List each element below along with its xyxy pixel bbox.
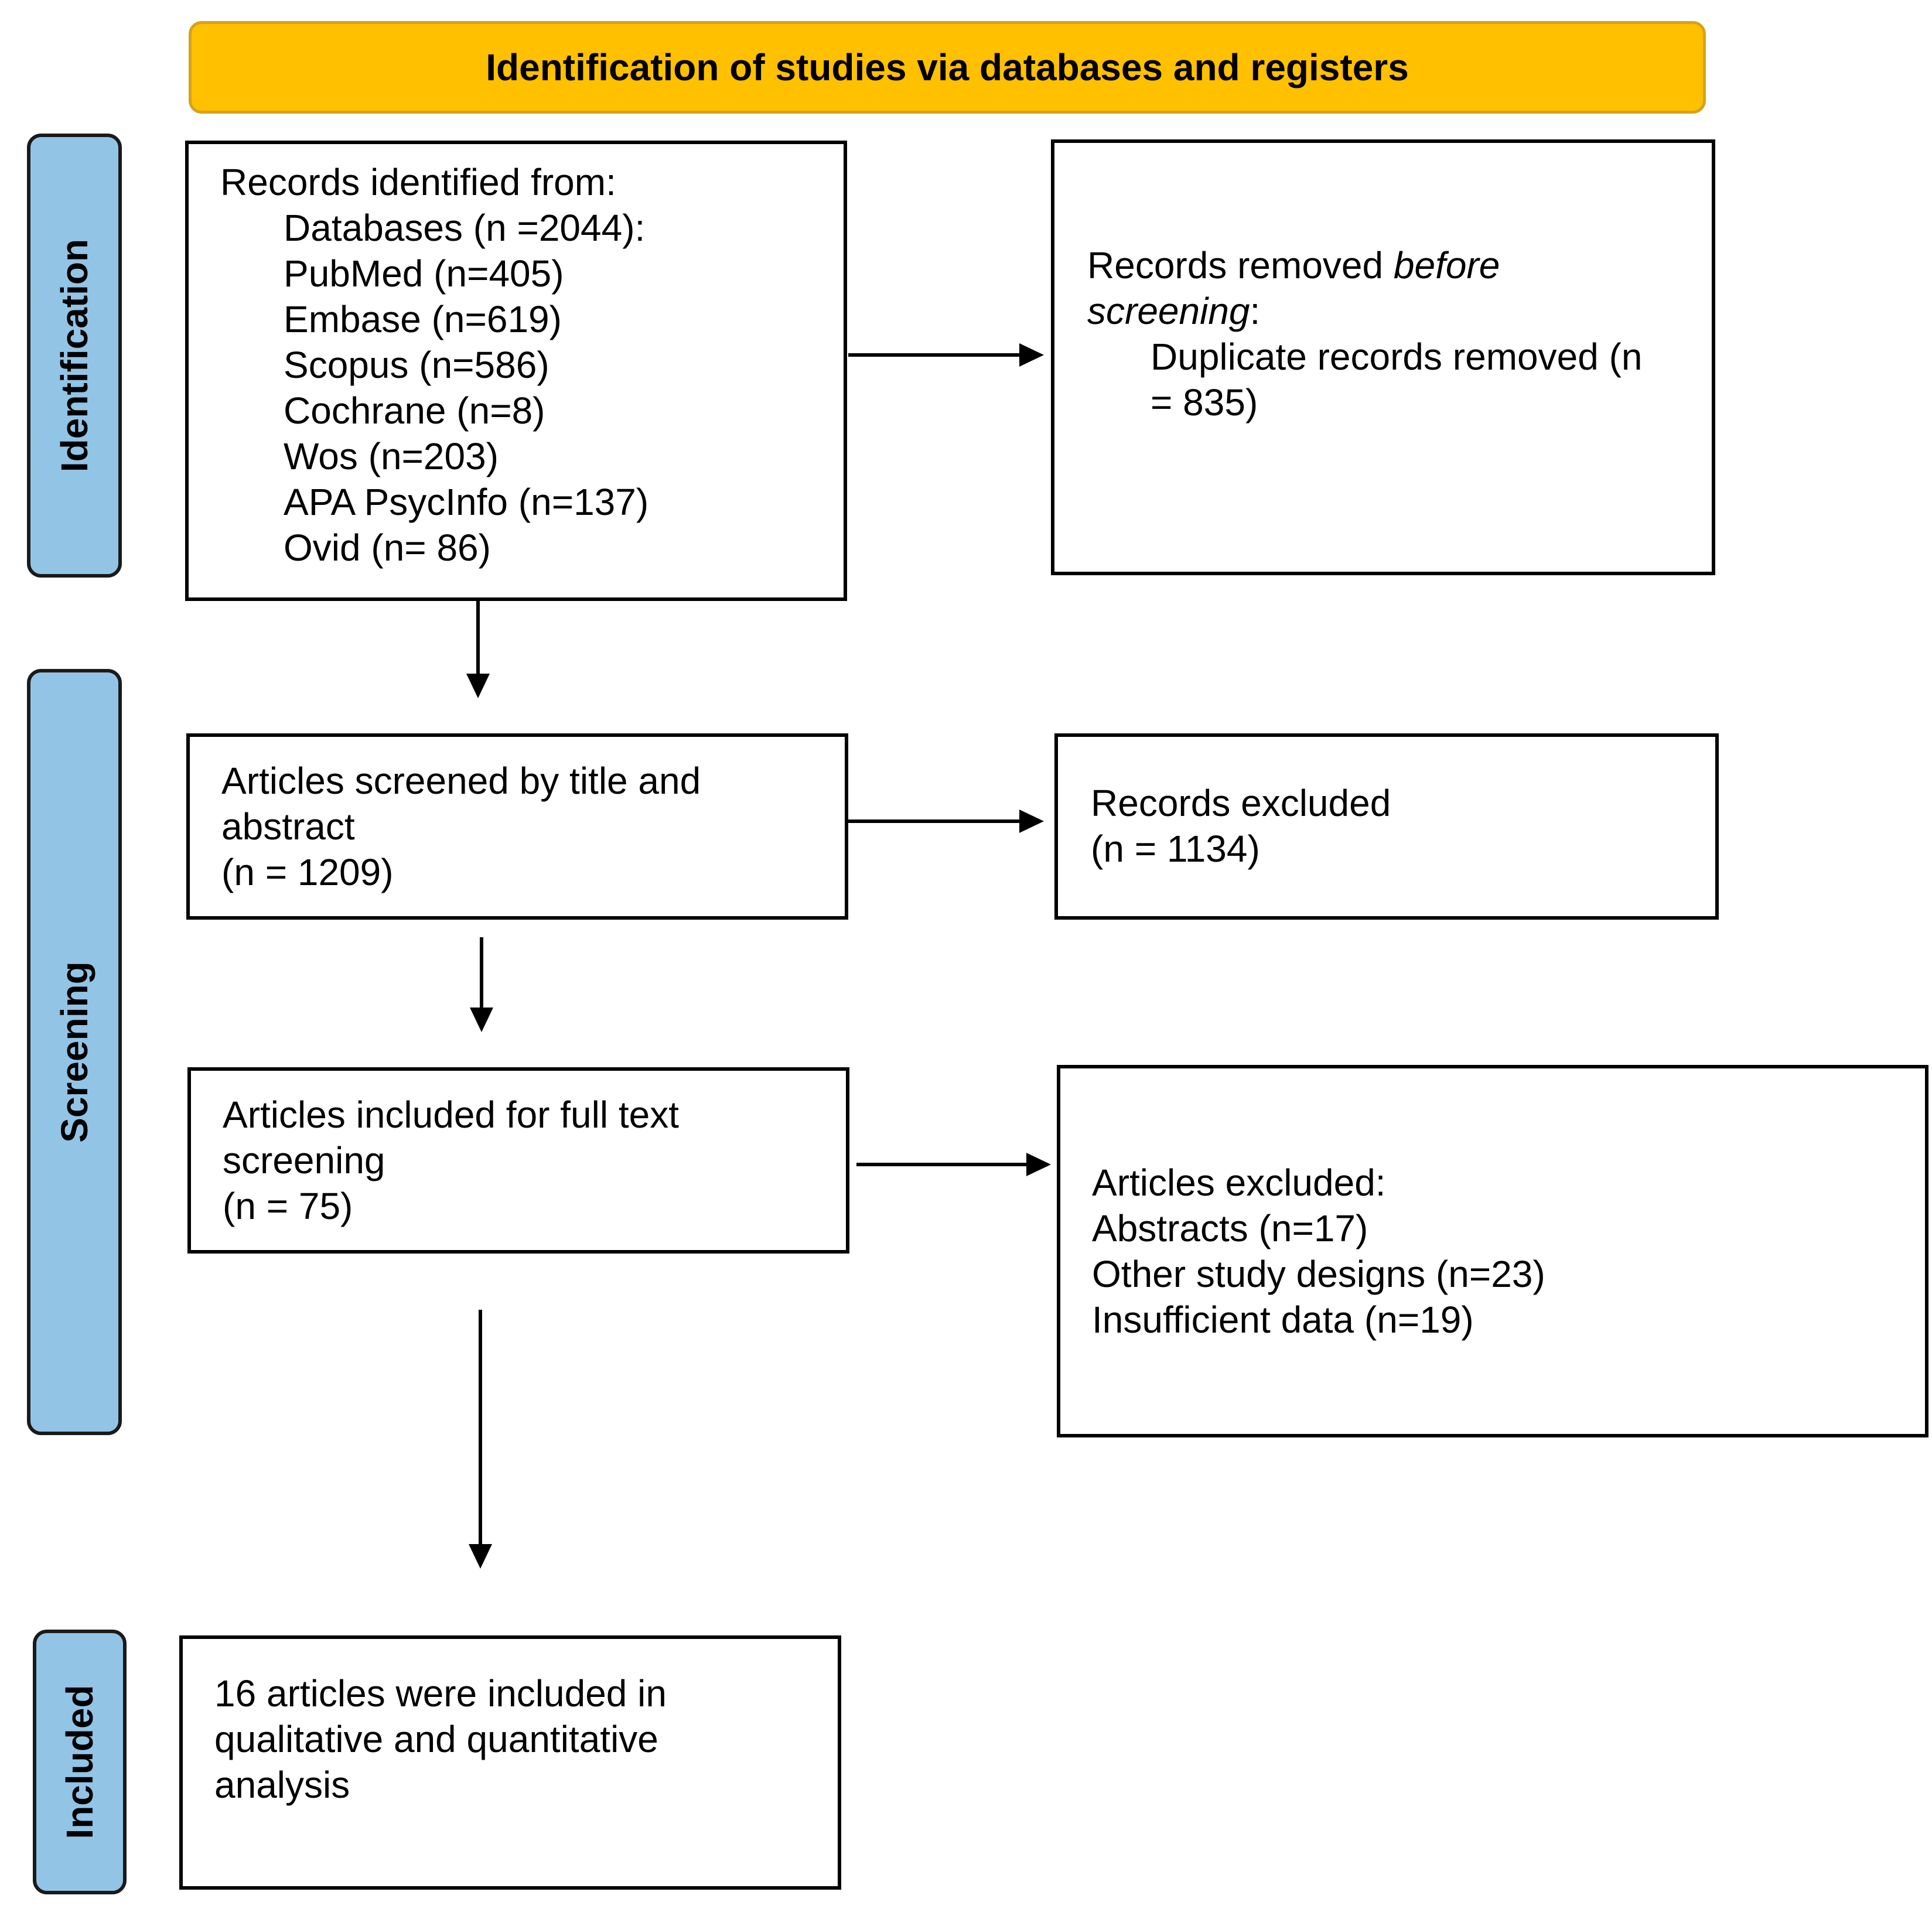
records-excluded-title: Records excluded — [1091, 782, 1391, 824]
screened-box — [186, 733, 848, 920]
records-removed-text: Records removed before screening: Duplic… — [1087, 243, 1642, 425]
phase-identification: Identification — [27, 134, 122, 578]
arrowhead-identified-to-screened — [466, 674, 490, 698]
database-pubmed: PubMed (n=405) — [284, 252, 564, 295]
records-removed-before: before — [1393, 244, 1500, 286]
arrowhead-fulltext-to-excluded — [1026, 1153, 1051, 1176]
articles-excluded-text: Articles excluded: Abstracts (n=17) Othe… — [1092, 1160, 1545, 1343]
arrowhead-screened-to-excluded — [1019, 810, 1044, 833]
screened-text: Articles screened by title and abstract … — [221, 758, 701, 895]
database-total: Databases (n =2044): — [284, 207, 646, 249]
included-line1: 16 articles were included in — [214, 1672, 667, 1715]
fulltext-text: Articles included for full text screenin… — [223, 1092, 679, 1229]
screened-line1: Articles screened by title and — [221, 760, 701, 802]
database-wos: Wos (n=203) — [284, 435, 499, 477]
articles-excluded-box — [1057, 1065, 1928, 1437]
records-identified-text: Records identified from: Databases (n =2… — [220, 159, 648, 571]
duplicate-records-line-a: Duplicate records removed (n — [1151, 336, 1643, 378]
header-title: Identification of studies via databases … — [486, 46, 1409, 88]
excluded-insufficient-data: Insufficient data (n=19) — [1092, 1299, 1474, 1341]
included-line2: qualitative and quantitative — [214, 1718, 658, 1760]
articles-excluded-title: Articles excluded: — [1092, 1162, 1386, 1204]
phase-screening: Screening — [27, 669, 122, 1435]
included-box — [179, 1635, 841, 1890]
included-line3: analysis — [214, 1764, 350, 1806]
records-removed-line2: screening: — [1087, 288, 1642, 334]
duplicate-records-line-b: = 835) — [1151, 381, 1258, 424]
records-removed-colon: : — [1250, 290, 1261, 332]
arrowhead-screened-to-fulltext — [470, 1008, 493, 1032]
database-apa-psycinfo: APA PsycInfo (n=137) — [284, 481, 649, 523]
records-identified-title: Records identified from: — [220, 161, 616, 203]
database-scopus: Scopus (n=586) — [284, 344, 549, 386]
records-excluded-text: Records excluded (n = 1134) — [1091, 780, 1391, 872]
records-identified-box — [185, 141, 847, 601]
fulltext-line1: Articles included for full text — [223, 1094, 679, 1136]
arrowhead-fulltext-to-included — [469, 1544, 492, 1569]
excluded-other-designs: Other study designs (n=23) — [1092, 1253, 1545, 1295]
records-removed-line1: Records removed before — [1087, 243, 1642, 288]
arrowhead-identified-to-removed — [1019, 343, 1044, 367]
fulltext-box — [187, 1067, 849, 1254]
included-text: 16 articles were included in qualitative… — [214, 1671, 667, 1808]
screened-count: (n = 1209) — [221, 851, 394, 893]
records-removed-screening: screening — [1087, 290, 1250, 332]
phase-included: Included — [33, 1630, 127, 1894]
records-excluded-count: (n = 1134) — [1091, 828, 1260, 870]
database-cochrane: Cochrane (n=8) — [284, 390, 545, 432]
records-removed-box — [1051, 139, 1715, 575]
database-ovid: Ovid (n= 86) — [284, 527, 491, 569]
excluded-abstracts: Abstracts (n=17) — [1092, 1207, 1368, 1249]
database-embase: Embase (n=619) — [284, 298, 562, 340]
screened-line2: abstract — [221, 805, 355, 848]
records-removed-prefix: Records removed — [1087, 244, 1394, 286]
header-banner: Identification of studies via databases … — [189, 21, 1706, 114]
fulltext-count: (n = 75) — [223, 1185, 353, 1227]
records-excluded-box — [1054, 733, 1719, 920]
fulltext-line2: screening — [223, 1139, 385, 1181]
